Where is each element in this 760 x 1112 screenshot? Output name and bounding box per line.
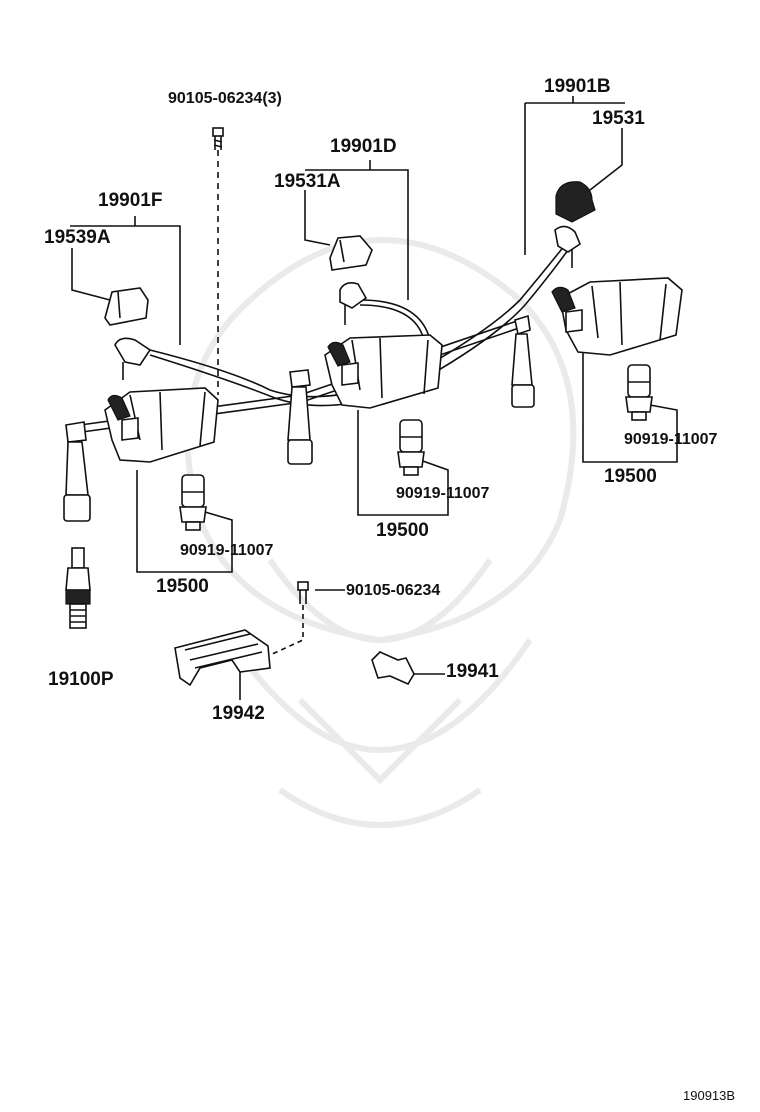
coil-middle [324, 334, 443, 409]
label-bolt-top: 90105-06234(3) [168, 90, 282, 107]
sensor-right [625, 364, 653, 421]
bolt-bottom [297, 581, 309, 604]
part-labels: 90105-06234(3) 19901B 19531 19901D 19531… [44, 76, 735, 1103]
cap-19531a [329, 235, 373, 271]
label-cap-f: 19539A [44, 227, 111, 248]
label-cap-d: 19531A [274, 171, 341, 192]
sensor-middle [397, 419, 425, 476]
figure-reference: 190913B [683, 1088, 735, 1103]
label-coil-right: 19500 [604, 466, 657, 487]
label-wire-f: 19901F [98, 190, 162, 211]
label-sensor-mid: 90919-11007 [396, 485, 490, 502]
label-coil-mid: 19500 [376, 520, 429, 541]
clamp-19942 [174, 629, 271, 687]
label-clamp-left: 19942 [212, 703, 265, 724]
label-wire-b: 19901B [544, 76, 611, 97]
cap-19531 [555, 181, 596, 223]
coil-right [551, 277, 683, 356]
label-spark-plug: 19100P [48, 669, 114, 690]
label-clamp-right: 19941 [446, 661, 499, 682]
label-cap-b: 19531 [592, 108, 645, 129]
cap-19539a [104, 287, 149, 326]
spark-plug [65, 547, 91, 629]
label-coil-left: 19500 [156, 576, 209, 597]
bolt-top [212, 127, 224, 150]
sensor-left [179, 474, 207, 531]
label-bolt-bottom: 90105-06234 [346, 582, 440, 599]
label-sensor-right: 90919-11007 [624, 431, 718, 448]
label-sensor-left: 90919-11007 [180, 542, 274, 559]
leader-lines [70, 96, 678, 700]
label-wire-d: 19901D [330, 136, 397, 157]
coil-left [104, 387, 219, 463]
wire-boots [63, 225, 581, 522]
clamp-19941 [371, 651, 415, 686]
